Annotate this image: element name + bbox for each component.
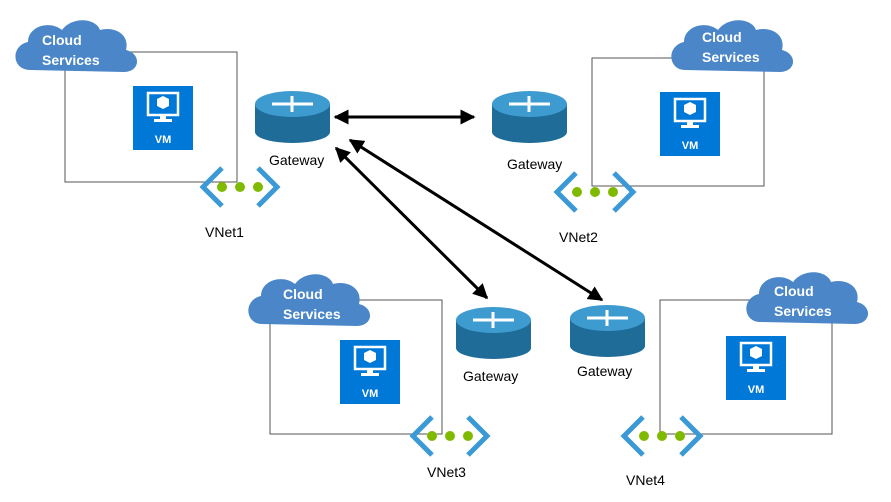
vnet-name: VNet3	[427, 464, 466, 480]
gateway-label: Gateway	[463, 368, 519, 384]
cloud-services-label: Cloud Services	[774, 281, 832, 321]
vm-monitor-icon	[673, 97, 707, 128]
router-icon	[255, 91, 330, 143]
vnet1-box	[64, 51, 238, 183]
vnet-chevron-dots-icon	[199, 166, 281, 208]
vm-label: VM	[747, 384, 765, 396]
cloud-icon	[746, 272, 869, 324]
vnet1-group	[15, 20, 330, 208]
vnet-name: VNet1	[205, 224, 244, 240]
connection-vnet1-vnet4	[348, 138, 604, 302]
cloud-line2: Services	[42, 52, 100, 68]
vnet-chevron-dots-icon	[620, 415, 704, 457]
vm-label: VM	[681, 140, 699, 152]
router-icon	[456, 307, 531, 359]
vm-monitor-icon	[353, 345, 387, 376]
cloud-icon	[248, 274, 371, 326]
cloud-services-label: Cloud Services	[42, 30, 100, 70]
vnet4-box	[659, 299, 833, 435]
vm-monitor-icon	[739, 341, 773, 372]
cloud-line2: Services	[702, 49, 760, 65]
vnet2-group	[492, 20, 794, 213]
cloud-services-label: Cloud Services	[702, 27, 760, 67]
vnet-chevron-dots-icon	[409, 415, 491, 457]
vm-label: VM	[361, 388, 379, 400]
cloud-icon	[671, 20, 794, 72]
vm-monitor-icon	[146, 91, 180, 122]
vnet-chevron-dots-icon	[553, 171, 637, 213]
vnet4-group	[570, 272, 869, 457]
cloud-icon	[15, 20, 138, 72]
vm-label: VM	[154, 134, 172, 146]
gateway-label: Gateway	[507, 156, 563, 172]
cloud-line1: Cloud	[774, 283, 814, 299]
vnet-name: VNet4	[626, 472, 665, 488]
cloud-services-label: Cloud Services	[283, 284, 341, 324]
cloud-line1: Cloud	[702, 29, 742, 45]
cloud-line1: Cloud	[283, 286, 323, 302]
connection-vnet1-vnet3	[334, 146, 489, 300]
connections	[333, 109, 604, 302]
cloud-line2: Services	[283, 306, 341, 322]
vnet-name: VNet2	[559, 229, 598, 245]
cloud-line1: Cloud	[42, 32, 82, 48]
router-icon	[570, 305, 645, 357]
vnet3-group	[248, 274, 531, 457]
gateway-label: Gateway	[269, 152, 325, 168]
router-icon	[492, 91, 567, 143]
gateway-label: Gateway	[577, 363, 633, 379]
cloud-line2: Services	[774, 303, 832, 319]
